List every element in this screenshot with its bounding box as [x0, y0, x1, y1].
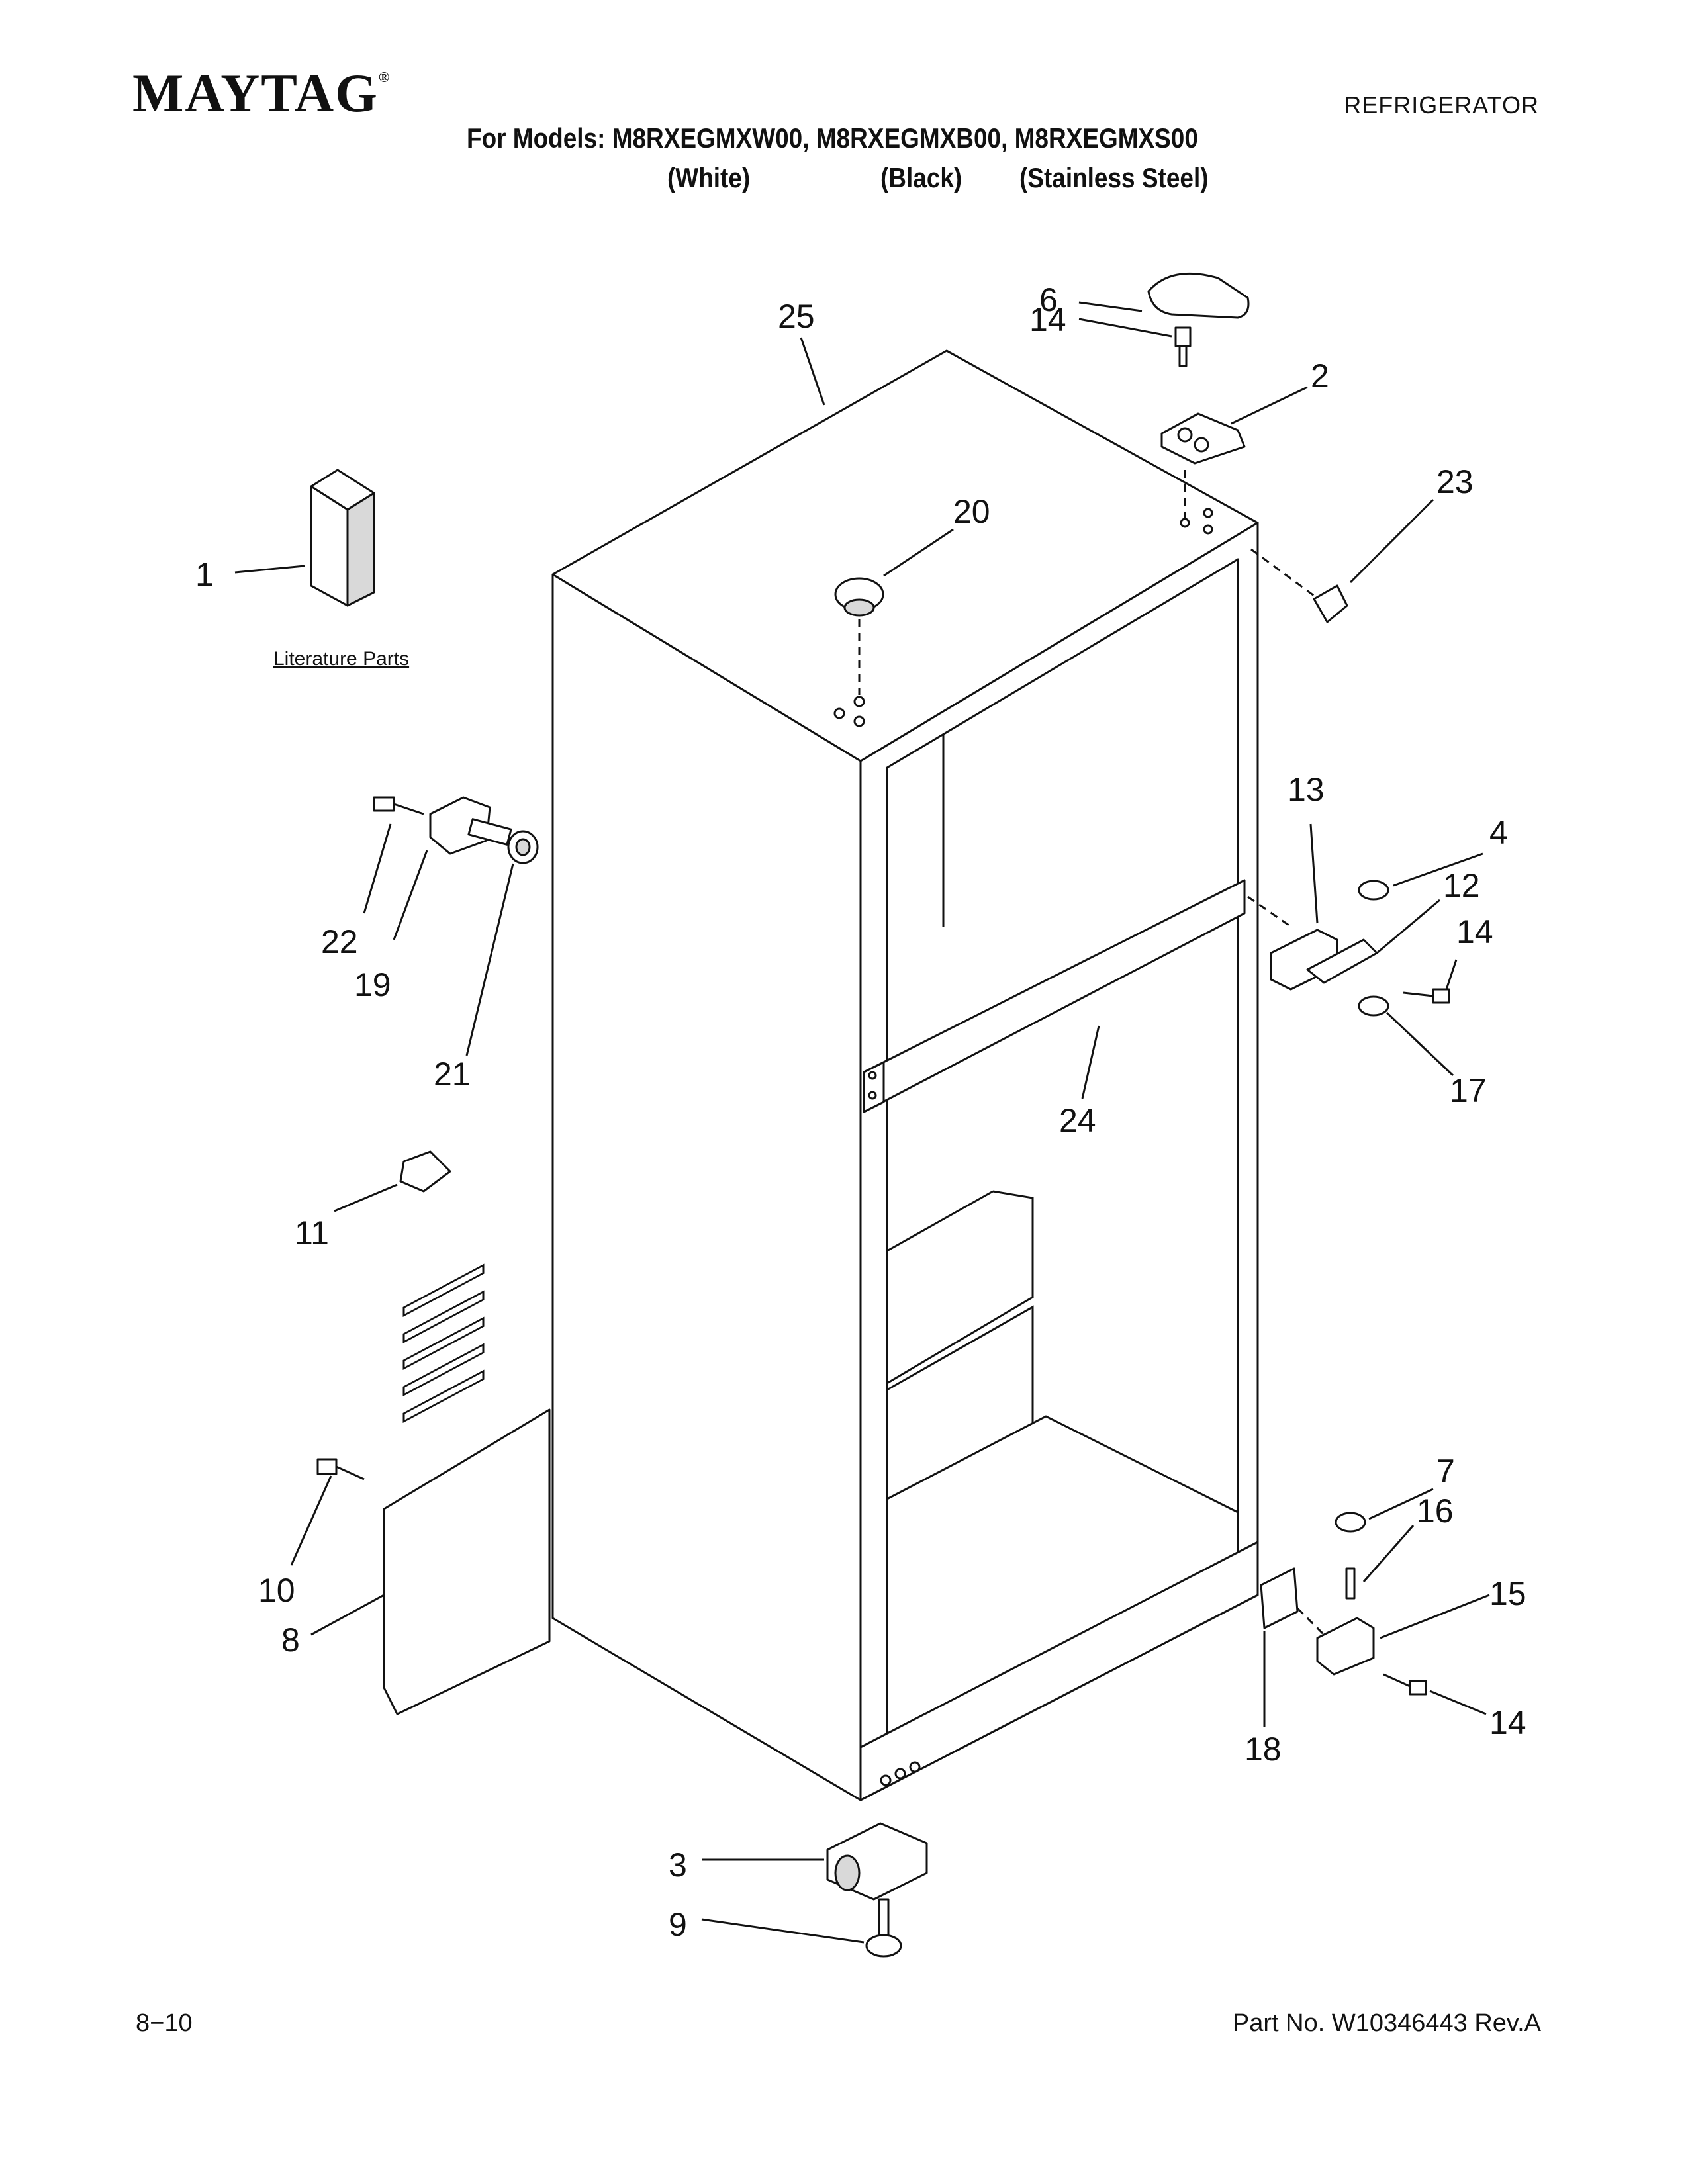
- access-panel: [383, 1408, 551, 1715]
- hinge-hole: [1194, 437, 1209, 453]
- callout-25: 25: [778, 298, 815, 335]
- plug-stem: [843, 598, 875, 617]
- screw-head: [1174, 326, 1192, 347]
- inner-duct: [886, 1190, 1034, 1385]
- callout-12: 12: [1443, 867, 1480, 904]
- base-hole: [894, 1768, 906, 1780]
- registered-mark: ®: [378, 69, 391, 85]
- rail-hole: [868, 1071, 877, 1080]
- callout-3: 3: [669, 1846, 687, 1884]
- callout-2: 2: [1311, 357, 1329, 394]
- models-heading: For Models: M8RXEGMXW00, M8RXEGMXB00, M8…: [467, 122, 1198, 154]
- brand-name: MAYTAG: [132, 63, 379, 123]
- top-hole: [1180, 518, 1190, 528]
- washer-bottom: [1358, 995, 1389, 1017]
- callout-10: 10: [258, 1572, 295, 1609]
- variant-stainless: (Stainless Steel): [1019, 162, 1209, 193]
- top-hole: [1203, 508, 1213, 518]
- callout-6: 6: [1039, 281, 1058, 318]
- hinge-pin-bracket: [429, 796, 491, 855]
- inner-duct-lower: [886, 1305, 1034, 1423]
- callout-11: 11: [295, 1214, 329, 1251]
- callout-20: 20: [953, 493, 990, 530]
- screw-shank: [393, 803, 424, 815]
- maytag-logo: MAYTAG®: [132, 66, 391, 120]
- callout-14-bottom: 14: [1489, 1704, 1526, 1741]
- assembly-line: [1247, 895, 1291, 928]
- rail-hole: [868, 1091, 877, 1100]
- callout-8: 8: [281, 1621, 300, 1659]
- screw-head: [1432, 988, 1450, 1004]
- callout-17: 17: [1450, 1072, 1487, 1109]
- washer: [1335, 1512, 1366, 1533]
- callout-7: 7: [1436, 1453, 1455, 1490]
- literature-spine: [346, 492, 375, 607]
- callout-9: 9: [669, 1906, 687, 1943]
- assembly-line: [1250, 548, 1315, 597]
- callout-24: 24: [1059, 1102, 1096, 1139]
- cabinet-base-rail: [859, 1541, 1259, 1801]
- callout-14-mid: 14: [1456, 913, 1493, 950]
- inner-floor: [886, 1415, 1239, 1514]
- screw-head: [1409, 1680, 1427, 1696]
- top-hole: [853, 696, 865, 707]
- top-hole: [1203, 524, 1213, 535]
- variant-black: (Black): [880, 162, 962, 193]
- screw-shank: [1403, 991, 1434, 997]
- screw-shank: [1178, 345, 1188, 367]
- base-hole: [909, 1761, 921, 1773]
- callout-18: 18: [1244, 1731, 1282, 1768]
- divider-rail: [863, 879, 1246, 1113]
- hinge-pin: [1345, 1567, 1356, 1600]
- divider-rail-end: [863, 1061, 885, 1113]
- top-hole: [833, 707, 845, 719]
- callout-1: 1: [195, 556, 214, 593]
- screw-head: [373, 796, 395, 812]
- leader-lines: [234, 301, 1490, 1944]
- literature-parts-label: Literature Parts: [273, 648, 409, 670]
- panel-vents: [402, 1263, 485, 1423]
- variant-white: (White): [667, 162, 751, 193]
- cabinet: [551, 349, 1259, 1801]
- leg-foot: [865, 1934, 902, 1958]
- roller-wheel: [834, 1854, 861, 1891]
- callout-4: 4: [1489, 814, 1508, 851]
- bushing-hole: [515, 838, 531, 856]
- callout-23: 23: [1436, 463, 1474, 500]
- top-hole: [853, 715, 865, 727]
- inner-edge: [886, 1190, 994, 1252]
- door-stop: [1313, 584, 1348, 623]
- callout-14-top: 14: [1029, 301, 1066, 338]
- callout-22: 22: [321, 923, 358, 960]
- cabinet-opening: [886, 558, 1239, 1739]
- callout-21: 21: [434, 1056, 471, 1093]
- screw-shank: [1383, 1673, 1411, 1688]
- cabinet-left-side: [551, 573, 862, 1801]
- washer-top: [1358, 880, 1389, 901]
- base-hole: [880, 1774, 892, 1786]
- hinge-hole: [1177, 427, 1193, 443]
- callout-15: 15: [1489, 1575, 1526, 1612]
- callout-16: 16: [1417, 1492, 1454, 1529]
- callout-19: 19: [354, 966, 391, 1003]
- bottom-hinge: [1316, 1617, 1375, 1676]
- page-code: 8−10: [136, 2009, 193, 2037]
- bottom-hinge-spacer: [1260, 1567, 1299, 1629]
- assembly-line: [1296, 1607, 1325, 1636]
- hinge-pin: [467, 818, 512, 846]
- callout-13: 13: [1288, 771, 1325, 808]
- screw-head: [316, 1458, 338, 1475]
- screw-shank: [336, 1465, 365, 1480]
- hinge-cover: [1147, 272, 1250, 319]
- appliance-category: REFRIGERATOR: [1344, 91, 1539, 118]
- part-number: Part No. W10346443 Rev.A: [1232, 2009, 1541, 2037]
- clip: [399, 1150, 451, 1193]
